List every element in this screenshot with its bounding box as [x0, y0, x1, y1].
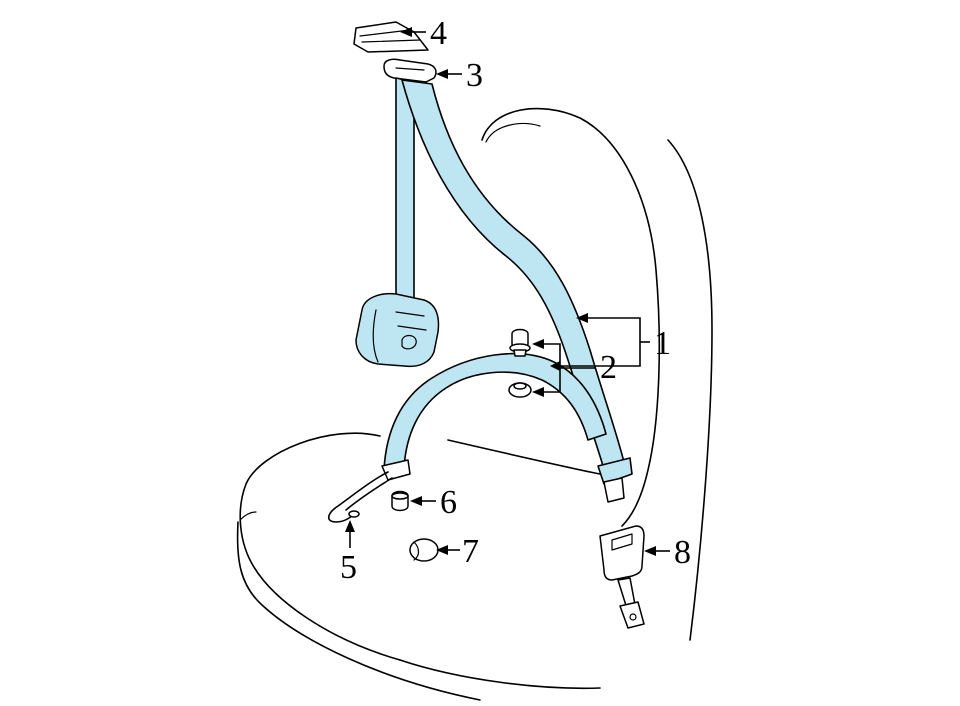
callout-3: 3	[466, 57, 483, 94]
callout-1: 1	[654, 325, 671, 362]
callout-labels: 1 2 3 4 5 6 7 8	[340, 15, 691, 586]
trim-cover-edge	[359, 29, 421, 43]
buckle-anchor-plate	[619, 601, 645, 629]
guide-clip	[348, 510, 360, 518]
callout-6: 6	[440, 484, 457, 521]
callout-4: 4	[430, 15, 447, 52]
seat-back-outline	[481, 107, 661, 527]
buckle-part-8	[599, 525, 645, 629]
buckle-slot	[611, 533, 633, 551]
belt-end-plate	[603, 477, 625, 503]
callout-8: 8	[674, 534, 691, 571]
seat-cushion-front	[399, 659, 601, 690]
lap-belt-strap	[383, 352, 607, 471]
nut-part-6	[391, 490, 409, 512]
retractor-detail-1	[372, 309, 427, 363]
bolts-part-2	[508, 328, 532, 398]
lap-belt	[381, 352, 607, 481]
belt-end-loop	[597, 457, 633, 485]
bolt-upper	[509, 328, 531, 357]
belt-guide-part-5	[327, 471, 393, 523]
upper-guide-body	[383, 58, 437, 83]
seat-cushion-corner	[239, 511, 257, 521]
retractor-detail-2	[401, 334, 417, 350]
callout-leaders	[345, 27, 670, 556]
buckle-body	[599, 525, 645, 581]
retractor-housing	[355, 292, 440, 368]
guide-wire	[327, 471, 389, 523]
callout-7: 7	[462, 533, 479, 570]
lap-belt-end-bracket	[381, 459, 411, 481]
callout-5: 5	[340, 549, 357, 586]
seat-back-seam	[485, 123, 541, 143]
trim-cover-part-4	[353, 21, 429, 53]
seat-cushion-rear-seam	[447, 439, 601, 475]
guide-wire-inner	[345, 477, 393, 511]
trim-cover-body	[353, 21, 429, 53]
seat-cushion-top	[239, 432, 401, 661]
bolt-lower	[508, 382, 532, 398]
upper-guide-slot	[395, 67, 425, 71]
callout-2: 2	[600, 349, 617, 386]
seat-outline	[236, 107, 713, 701]
retractor-strap	[393, 77, 415, 331]
buckle-anchor-hole	[629, 613, 637, 621]
seat-back-rear-outline	[667, 139, 713, 641]
cover-cap-part-7	[409, 538, 439, 562]
seat-cushion-side	[236, 521, 481, 701]
retractor-belt-part-1	[355, 77, 633, 503]
upper-guide-part-3	[383, 58, 437, 83]
